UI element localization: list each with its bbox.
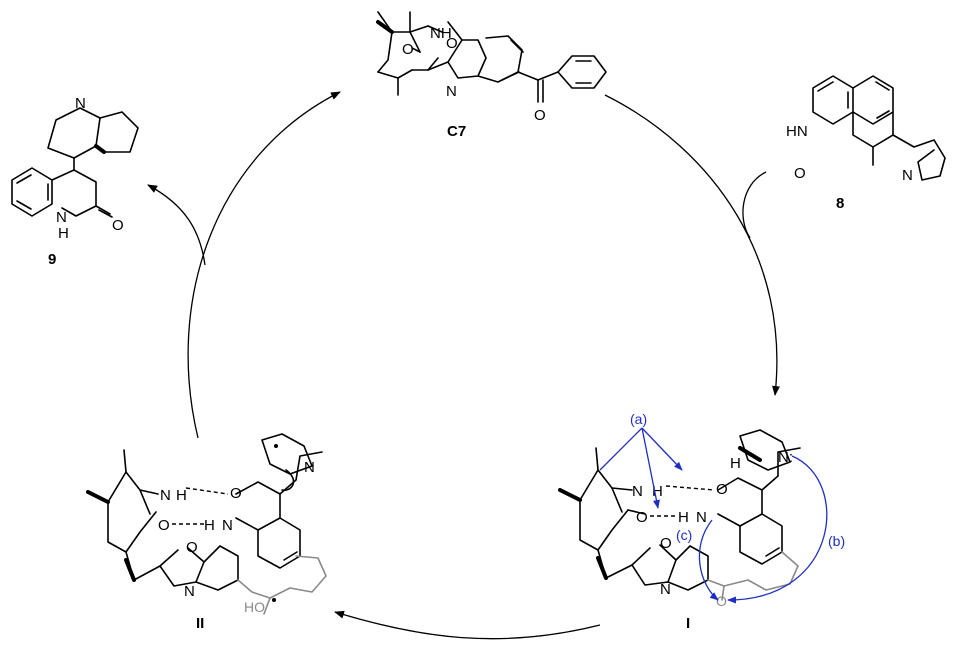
int-i-h1-label: H [652, 483, 663, 500]
substrate-8-o-label: O [794, 165, 806, 182]
int-ii-o-amide-label: O [158, 517, 170, 534]
c7-o-amide-label: O [402, 41, 414, 58]
int-i-h3-label: H [730, 455, 741, 472]
int-i-n-oxazole-label: N [660, 581, 671, 598]
int-ii-n-oxazole-label: N [184, 583, 195, 600]
arrow-c7-to-i [604, 94, 780, 396]
int-ii-ho-label: HO [244, 599, 265, 615]
int-ii-h1-label: H [176, 487, 187, 504]
substrate-8-hn-label: HN [786, 123, 808, 140]
arrow-b [727, 455, 828, 604]
int-i-n-quinolone-label: N [696, 509, 707, 526]
int-ii-hat-arrow [281, 469, 295, 491]
c7-n-oxazole-label: N [446, 83, 457, 100]
product-9-h-label: H [58, 225, 69, 242]
int-ii-o-quinolone-label: O [230, 485, 242, 502]
arrow-ii-to-c7 [187, 91, 341, 439]
intermediate-i-label: I [686, 615, 690, 632]
product-9-label: 9 [48, 251, 56, 268]
int-ii-radical-dot-2 [272, 598, 276, 602]
product-9: N N H O 9 [11, 95, 139, 268]
int-i-n-lone-pair-label: N: [778, 449, 793, 466]
product-9-o-label: O [112, 217, 124, 234]
cycle-arrows [147, 91, 780, 640]
arrow-c [698, 519, 719, 601]
annotation-a: (a) [630, 411, 647, 427]
substrate-8: HN O N 8 [786, 75, 946, 212]
int-ii-n-quinolone-label: N [222, 517, 233, 534]
int-ii-o-oxazole-label: O [186, 539, 198, 556]
catalyst-c7-label: C7 [447, 123, 466, 140]
int-ii-radical-dot-1 [274, 444, 278, 448]
arrow-a-3 [599, 427, 643, 471]
arrow-release-9 [147, 184, 206, 266]
c7-o-ketone-label: O [534, 107, 546, 124]
catalyst-c7: NH O O N O C7 [376, 11, 607, 140]
int-ii-n-label: N [160, 487, 171, 504]
product-9-n-label: N [75, 95, 86, 112]
int-ii-n-pyrrolidine-label: N [304, 459, 315, 476]
c7-o-oxazole-label: O [446, 35, 458, 52]
arrow-a-1 [641, 427, 683, 471]
product-9-nh-label: N [56, 209, 67, 226]
intermediate-ii-label: II [196, 615, 204, 632]
arrow-i-to-ii [334, 610, 601, 640]
c7-nh-label: NH [430, 25, 452, 42]
substrate-8-n-label: N [902, 167, 913, 184]
int-i-o-ketone-label: O [716, 593, 727, 609]
annotation-c: (c) [676, 527, 692, 543]
arrow-substrate-8-in [742, 171, 767, 239]
int-i-h2-label: H [678, 509, 689, 526]
intermediate-i: N H O H N O O N H N: O (a) (b) (c) I [558, 411, 845, 632]
intermediate-ii: N H O H N O O N N HO II [86, 433, 327, 632]
int-i-o-quinolone-label: O [716, 481, 728, 498]
substrate-8-label: 8 [836, 195, 844, 212]
int-i-n-label: N [632, 483, 643, 500]
annotation-b: (b) [828, 533, 845, 549]
int-i-o-amide-label: O [636, 509, 648, 526]
int-ii-h2-label: H [204, 517, 215, 534]
int-i-o-oxazole-label: O [660, 535, 672, 552]
arrow-a-2 [641, 427, 660, 509]
